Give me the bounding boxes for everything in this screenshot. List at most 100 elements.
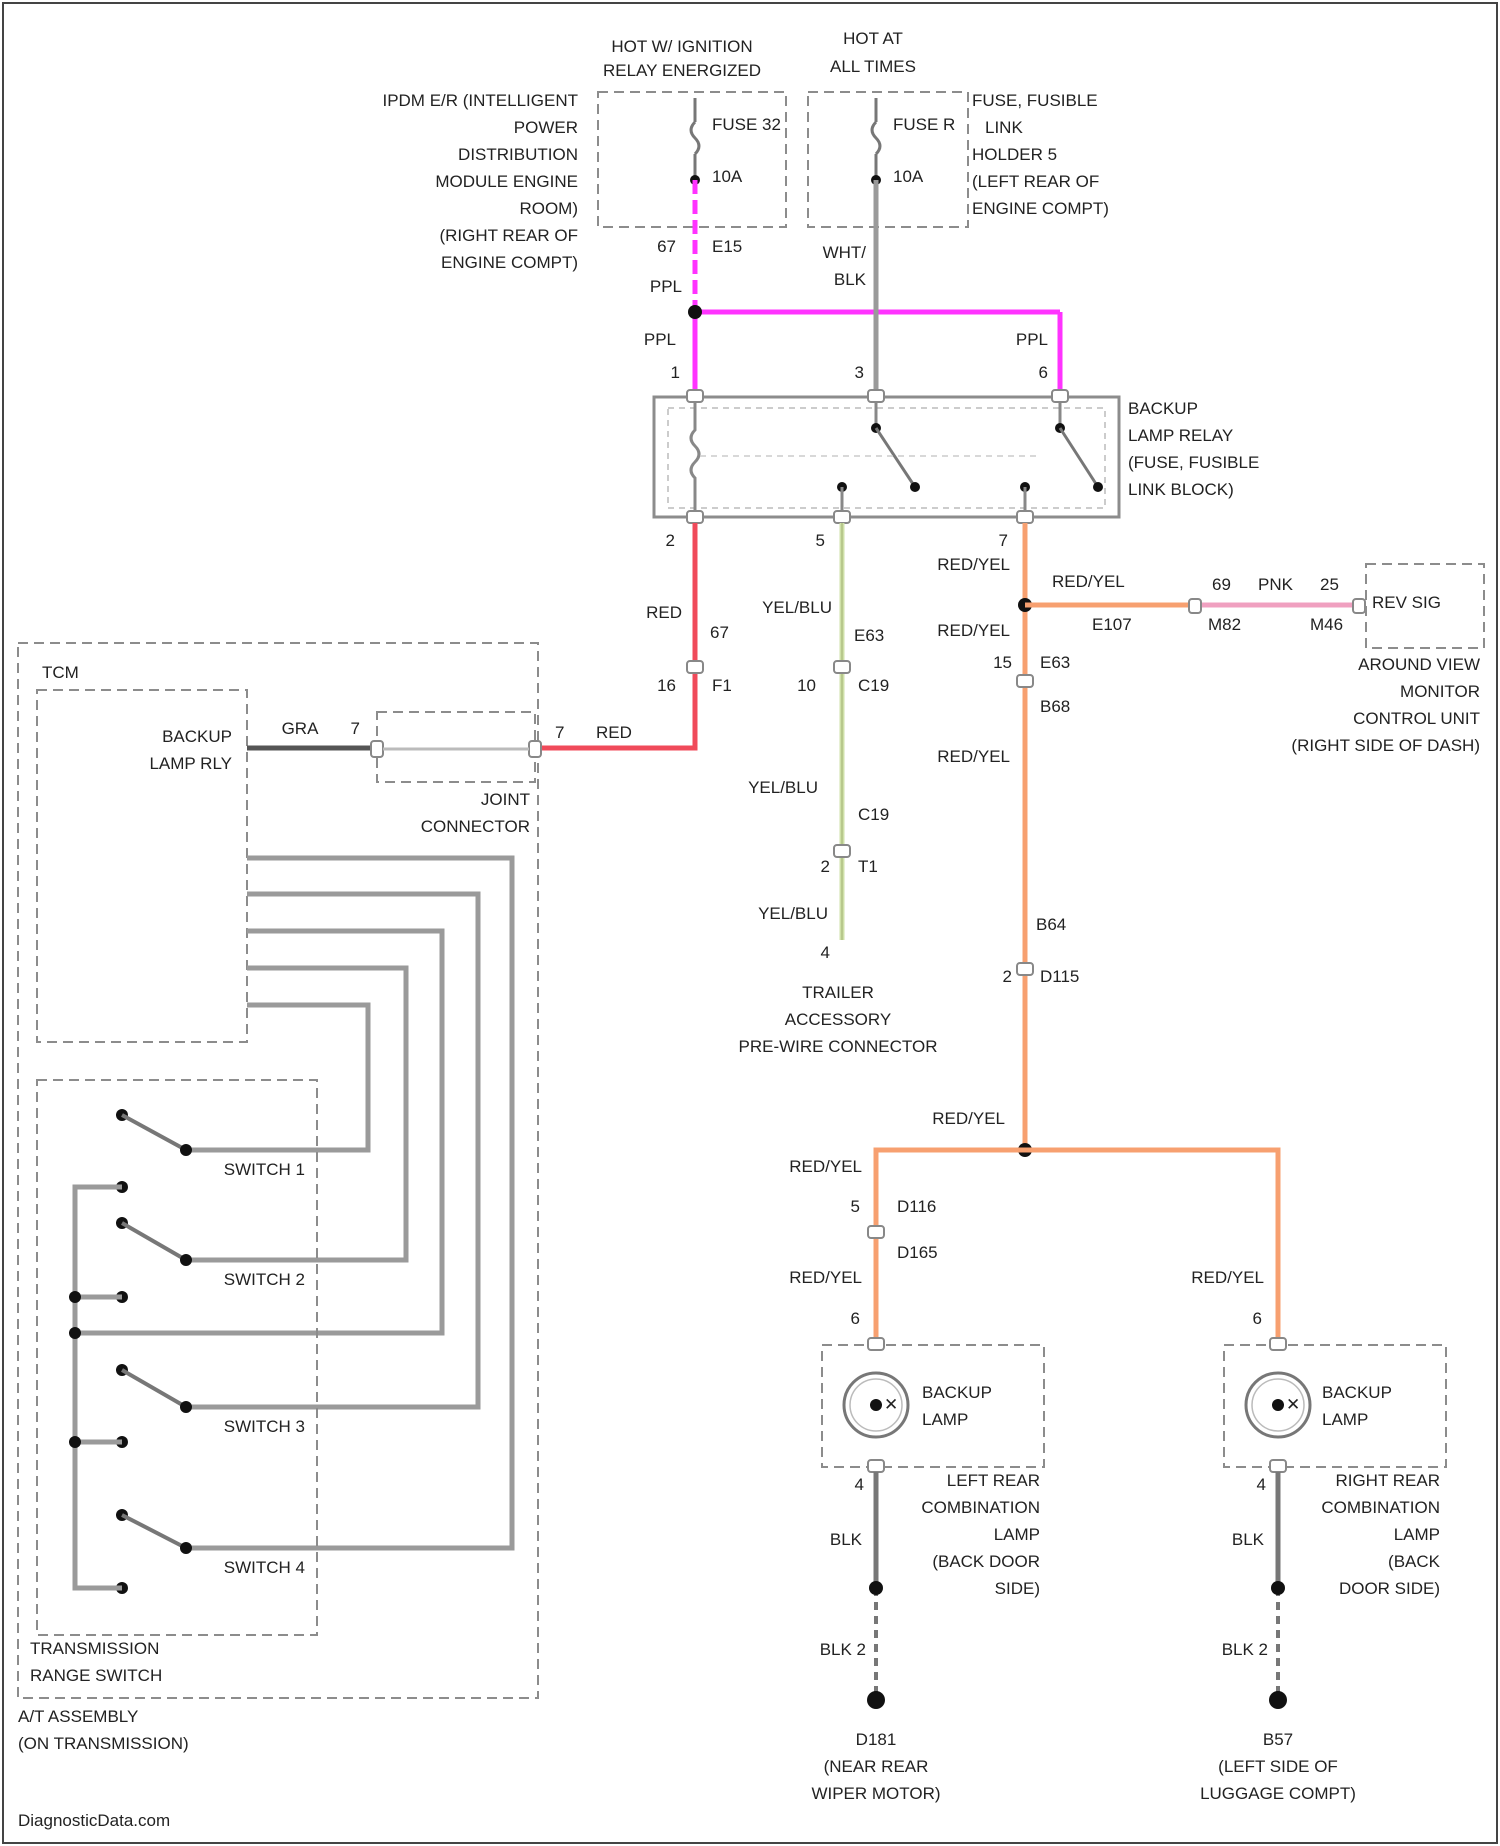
svg-text:DOOR SIDE): DOOR SIDE) [1339, 1579, 1440, 1598]
relay-coil-icon [691, 402, 699, 511]
rev-sig-label: REV SIG [1372, 593, 1441, 612]
switch-2-icon [116, 1181, 192, 1266]
fusible-link-label: FUSE, FUSIBLE LINK HOLDER 5 (LEFT REAR O… [972, 91, 1109, 218]
joint-connector-label-2: CONNECTOR [421, 817, 530, 836]
pin-67-label: 67 [657, 237, 676, 256]
e107-label: E107 [1092, 615, 1132, 634]
blk-label-1: BLK [830, 1530, 863, 1549]
hot-ignition-label-2: RELAY ENERGIZED [603, 61, 761, 80]
svg-text:LINK BLOCK): LINK BLOCK) [1128, 480, 1234, 499]
red-yel-label-4: RED/YEL [937, 747, 1010, 766]
joint-connector-label: JOINT [481, 790, 530, 809]
left-lamp-box [822, 1345, 1044, 1467]
pin-16-label: 16 [657, 676, 676, 695]
svg-text:LAMP: LAMP [1394, 1525, 1440, 1544]
svg-text:ROOM): ROOM) [519, 199, 578, 218]
pin-10-label: 10 [797, 676, 816, 695]
wire-switch-1 [186, 1005, 368, 1150]
right-lamp-x-mark: ✕ [1286, 1395, 1300, 1414]
svg-text:(LEFT SIDE OF: (LEFT SIDE OF [1218, 1757, 1338, 1776]
blk-label-2: BLK [1232, 1530, 1265, 1549]
relay-pin-7: 7 [999, 531, 1008, 550]
svg-text:RIGHT REAR: RIGHT REAR [1335, 1471, 1440, 1490]
fuse-32-icon [691, 122, 699, 154]
yel-blu-label-3: YEL/BLU [758, 904, 828, 923]
svg-text:MONITOR: MONITOR [1400, 682, 1480, 701]
right-lamp-box [1224, 1345, 1446, 1467]
pnk-label: PNK [1258, 575, 1294, 594]
pin-15-label: 15 [993, 653, 1012, 672]
red-yel-label-3: RED/YEL [937, 621, 1010, 640]
svg-text:LAMP: LAMP [994, 1525, 1040, 1544]
transmission-range-switch-label: TRANSMISSION [30, 1639, 159, 1658]
backup-lamp-rly-label-2: LAMP RLY [149, 754, 232, 773]
ppl-label-2: PPL [644, 330, 676, 349]
tcm-label: TCM [42, 663, 79, 682]
m82-label: M82 [1208, 615, 1241, 634]
t1-label: T1 [858, 857, 878, 876]
red-label: RED [646, 603, 682, 622]
left-backup-lamp-label: BACKUP [922, 1383, 992, 1402]
switch-4-icon [116, 1436, 192, 1594]
yel-blu-label-1: YEL/BLU [762, 598, 832, 617]
svg-text:(BACK DOOR: (BACK DOOR [932, 1552, 1040, 1571]
backup-lamp-relay-label: BACKUP LAMP RELAY (FUSE, FUSIBLE LINK BL… [1128, 399, 1259, 499]
svg-text:(RIGHT REAR OF: (RIGHT REAR OF [439, 226, 578, 245]
fusible-holder-box [808, 92, 968, 227]
svg-text:LUGGAGE COMPT): LUGGAGE COMPT) [1200, 1784, 1356, 1803]
wht-label: WHT/ [823, 243, 867, 262]
pin-69-label: 69 [1212, 575, 1231, 594]
svg-text:BACKUP: BACKUP [1128, 399, 1198, 418]
e63b-label: E63 [1040, 653, 1070, 672]
right-backup-lamp-label-2: LAMP [1322, 1410, 1368, 1429]
gra-label: GRA [282, 719, 320, 738]
svg-text:(LEFT REAR OF: (LEFT REAR OF [972, 172, 1099, 191]
right-ground-label: B57 (LEFT SIDE OF LUGGAGE COMPT) [1200, 1730, 1356, 1803]
left-lamp-pin-4: 4 [855, 1475, 864, 1494]
relay-switch-2-icon [1060, 428, 1098, 487]
svg-text:ENGINE COMPT): ENGINE COMPT) [972, 199, 1109, 218]
wire-switch-4 [186, 858, 512, 1548]
svg-text:POWER: POWER [514, 118, 578, 137]
pin-25-label: 25 [1320, 575, 1339, 594]
fuse-32-label: FUSE 32 [712, 115, 781, 134]
wire-red [535, 523, 695, 748]
right-combination-lamp-label: RIGHT REAR COMBINATION LAMP (BACK DOOR S… [1321, 1471, 1440, 1598]
svg-text:(FUSE, FUSIBLE: (FUSE, FUSIBLE [1128, 453, 1259, 472]
svg-text:D181: D181 [856, 1730, 897, 1749]
svg-text:COMBINATION: COMBINATION [921, 1498, 1040, 1517]
svg-text:CONTROL UNIT: CONTROL UNIT [1353, 709, 1480, 728]
d115-label: D115 [1040, 967, 1079, 986]
fuse-r-label: FUSE R [893, 115, 955, 134]
red-yel-label-6: RED/YEL [789, 1157, 862, 1176]
svg-text:MODULE ENGINE: MODULE ENGINE [435, 172, 578, 191]
hot-all-times-label: HOT AT [843, 29, 903, 48]
relay-pin-5: 5 [816, 531, 825, 550]
relay-pin-2: 2 [666, 531, 675, 550]
fuse-r-icon [872, 122, 880, 154]
blk-label-4: BLK 2 [1222, 1640, 1268, 1659]
red-label-left: RED [596, 723, 632, 742]
right-lamp-pin-4: 4 [1257, 1475, 1266, 1494]
pin-6r-label: 6 [1253, 1309, 1262, 1328]
at-assembly-label: A/T ASSEMBLY [18, 1707, 138, 1726]
relay-switch-1-icon [876, 428, 915, 487]
ppl-label-1: PPL [650, 277, 682, 296]
svg-text:LAMP RELAY: LAMP RELAY [1128, 426, 1233, 445]
red-yel-label-8: RED/YEL [1191, 1268, 1264, 1287]
svg-text:DISTRIBUTION: DISTRIBUTION [458, 145, 578, 164]
pin-67b-label: 67 [710, 623, 729, 642]
right-backup-lamp-label: BACKUP [1322, 1383, 1392, 1402]
svg-text:AROUND VIEW: AROUND VIEW [1358, 655, 1480, 674]
svg-text:LEFT REAR: LEFT REAR [947, 1471, 1040, 1490]
joint-connector-box [377, 712, 535, 782]
left-ground-label: D181 (NEAR REAR WIPER MOTOR) [811, 1730, 940, 1803]
svg-text:B57: B57 [1263, 1730, 1293, 1749]
svg-text:(BACK: (BACK [1388, 1552, 1441, 1571]
b64-label: B64 [1036, 915, 1066, 934]
switch-3-label: SWITCH 3 [224, 1417, 305, 1436]
svg-text:LINK: LINK [985, 118, 1023, 137]
wire-switch-2 [186, 968, 406, 1260]
relay-pin-3: 3 [855, 363, 864, 382]
backup-lamp-rly-label: BACKUP [162, 727, 232, 746]
